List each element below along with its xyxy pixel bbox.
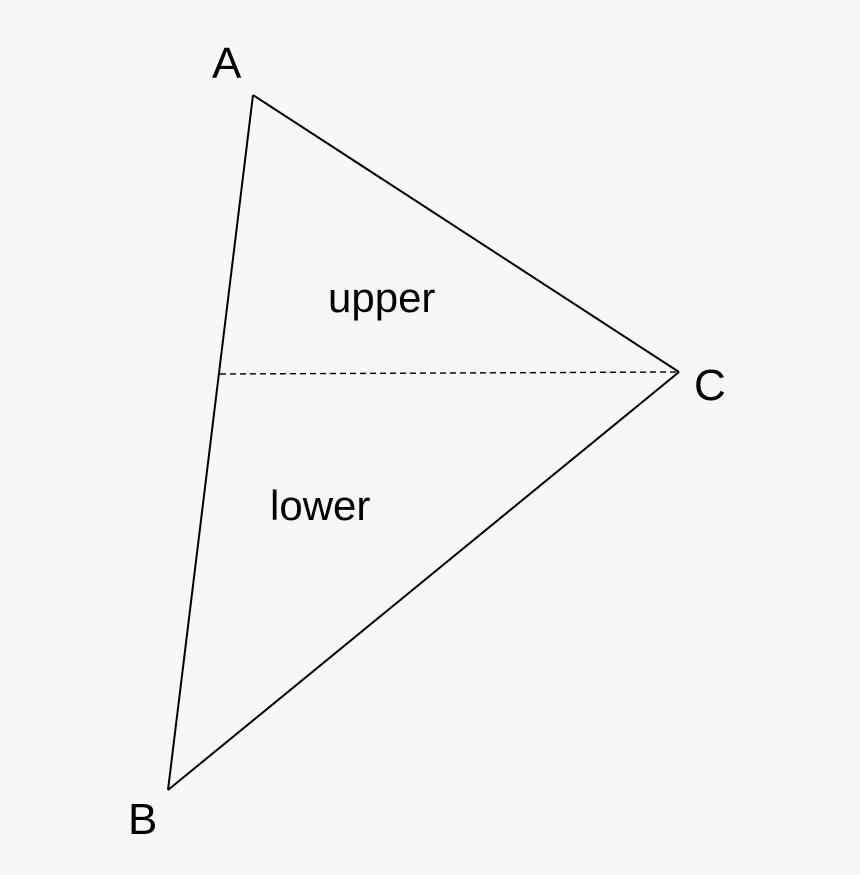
region-label-upper: upper [328, 274, 435, 321]
edge-bc [167, 371, 680, 791]
dashed-divider [219, 371, 680, 375]
edge-ac [252, 94, 680, 373]
vertex-label-b: B [128, 795, 157, 844]
region-label-lower: lower [270, 482, 370, 529]
vertex-label-c: C [694, 361, 726, 410]
edge-ab [167, 94, 254, 791]
vertex-label-a: A [212, 39, 242, 88]
